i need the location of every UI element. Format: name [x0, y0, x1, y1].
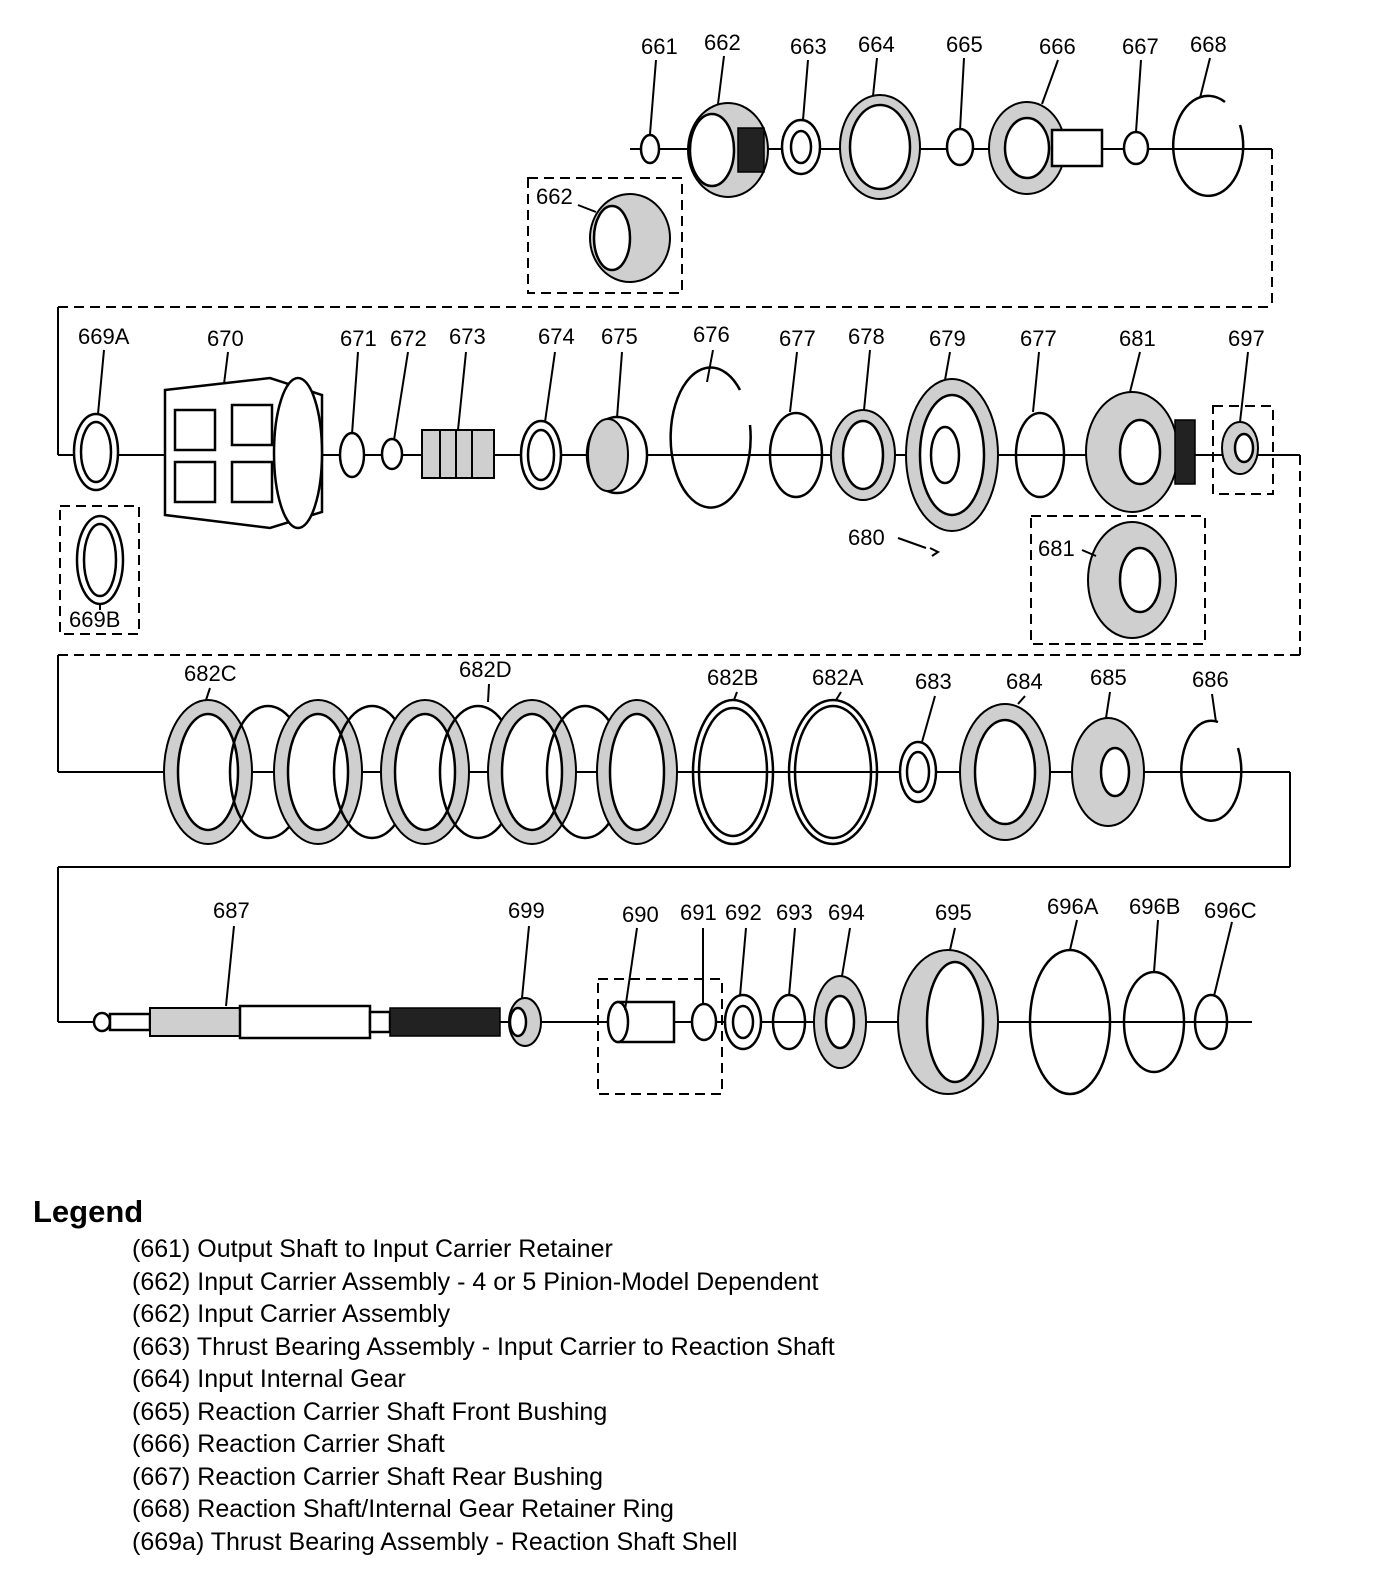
callout-682a: 682A	[812, 665, 864, 690]
callout-669b: 669B	[69, 607, 120, 632]
callout-663: 663	[790, 34, 827, 59]
legend-item: (662) Input Carrier Assembly - 4 or 5 Pi…	[132, 1267, 819, 1296]
callout-697: 697	[1228, 326, 1265, 351]
callout-682d: 682D	[459, 657, 512, 682]
callout-692: 692	[725, 900, 762, 925]
callout-662-alt: 662	[536, 184, 573, 209]
alt-box-669b	[59, 505, 140, 635]
callout-labels: 661 662 663 664 665 666 667 668 662 669A…	[69, 30, 1265, 927]
leader-lines	[97, 55, 1249, 1011]
callout-672: 672	[390, 326, 427, 351]
alt-box-662	[527, 177, 683, 294]
callout-664: 664	[858, 32, 895, 57]
legend-item: (662) Input Carrier Assembly	[132, 1300, 451, 1328]
exploded-parts-diagram: 661 662 663 664 665 666 667 668 662 669A…	[57, 30, 1301, 1096]
row1-parts	[589, 94, 1245, 283]
callout-696b: 696B	[1129, 894, 1180, 919]
callout-668: 668	[1190, 32, 1227, 57]
callout-674: 674	[538, 324, 575, 349]
legend-item: (667) Reaction Carrier Shaft Rear Bushin…	[132, 1462, 604, 1491]
callout-694: 694	[828, 900, 865, 925]
callout-662: 662	[704, 30, 741, 55]
callout-669a: 669A	[78, 324, 130, 349]
callout-661: 661	[641, 34, 678, 59]
callout-677b: 677	[1020, 326, 1057, 351]
callout-696c: 696C	[1204, 898, 1257, 923]
row4-parts	[92, 948, 1229, 1096]
callout-690: 690	[622, 902, 659, 927]
callout-679: 679	[929, 326, 966, 351]
row3-parts	[163, 698, 1243, 846]
callout-683: 683	[915, 669, 952, 694]
callout-693: 693	[776, 900, 813, 925]
callout-677: 677	[779, 326, 816, 351]
callout-682c: 682C	[184, 661, 237, 686]
legend-item: (665) Reaction Carrier Shaft Front Bushi…	[132, 1397, 608, 1426]
alt-box-681	[1030, 515, 1206, 645]
callout-681-alt: 681	[1038, 536, 1075, 561]
callout-695: 695	[935, 900, 972, 925]
callout-667: 667	[1122, 34, 1159, 59]
legend-item: (663) Thrust Bearing Assembly - Input Ca…	[132, 1332, 835, 1361]
callout-691: 691	[680, 900, 717, 925]
legend-list: (661) Output Shaft to Input Carrier Reta…	[132, 1233, 835, 1558]
callout-666: 666	[1039, 34, 1076, 59]
callout-699: 699	[508, 898, 545, 923]
callout-682b: 682B	[707, 665, 758, 690]
callout-696a: 696A	[1047, 894, 1099, 919]
callout-671: 671	[340, 326, 377, 351]
alt-box-697	[1212, 405, 1274, 495]
callout-680: 680	[848, 525, 885, 550]
legend-item: (666) Reaction Carrier Shaft	[132, 1430, 445, 1458]
legend-item: (664) Input Internal Gear	[132, 1365, 406, 1393]
callout-670: 670	[207, 326, 244, 351]
legend-item: (661) Output Shaft to Input Carrier Reta…	[132, 1235, 613, 1263]
callout-673: 673	[449, 324, 486, 349]
legend-item: (668) Reaction Shaft/Internal Gear Retai…	[132, 1495, 674, 1523]
legend-title: Legend	[33, 1194, 144, 1229]
callout-675: 675	[601, 324, 638, 349]
callout-686: 686	[1192, 667, 1229, 692]
callout-681: 681	[1119, 326, 1156, 351]
legend-item: (669a) Thrust Bearing Assembly - Reactio…	[132, 1527, 738, 1556]
callout-685: 685	[1090, 665, 1127, 690]
row2-parts	[72, 366, 1259, 639]
callout-684: 684	[1006, 669, 1043, 694]
callout-665: 665	[946, 32, 983, 57]
alt-box-690	[597, 978, 723, 1095]
callout-687: 687	[213, 898, 250, 923]
callout-676: 676	[693, 322, 730, 347]
callout-678: 678	[848, 324, 885, 349]
